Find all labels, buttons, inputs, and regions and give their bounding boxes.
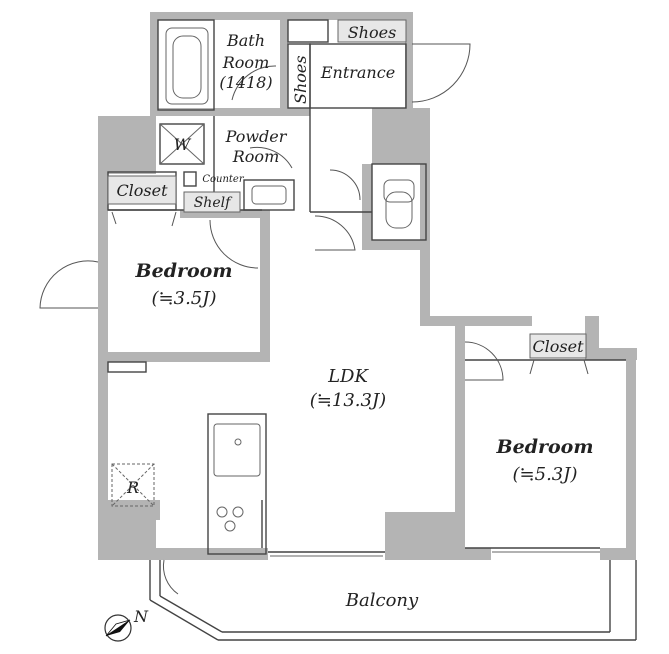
shoes-side-label: Shoes [291,55,310,104]
shelf-label: Shelf [194,195,233,211]
balcony-label: Balcony [345,590,419,611]
closet-left-label: Closet [116,181,168,200]
powder-label-2: Room [232,147,279,166]
shelf-box [183,191,241,213]
compass-north-label: N [133,607,149,626]
compass: N [104,607,149,642]
bedroom-left-size: (≒3.5J) [152,288,217,309]
shoes-top-label: Shoes [348,23,397,42]
bedroom-right-size: (≒5.3J) [513,464,578,485]
bedroom-left-name: Bedroom [135,260,233,282]
bath-label-3: (1418) [219,73,272,92]
shoes-box-top [337,19,407,43]
bedroom-right-name: Bedroom [496,436,594,458]
entrance-label: Entrance [320,63,395,82]
ldk-size: (≒13.3J) [310,390,386,411]
labels: Bath Room (1418) Shoes Shoes Entrance Po… [107,19,594,611]
closet-left-box [107,175,177,205]
powder-label-1: Powder [225,127,288,146]
doors [39,43,589,595]
refrigerator-label: R [126,478,139,497]
ldk-name: LDK [327,366,369,387]
washer-label: W [174,135,192,154]
balcony [149,560,637,641]
bath-label-2: Room [222,53,269,72]
counter-label: Counter [202,174,244,185]
bath-label-1: Bath [226,31,265,50]
closet-right-label: Closet [532,337,584,356]
walls [98,12,637,560]
